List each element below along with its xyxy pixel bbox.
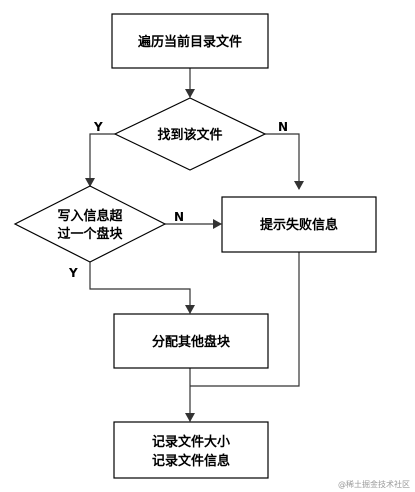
find-no-label: N — [278, 120, 288, 134]
edge-write-yes — [89, 262, 195, 314]
write-no-label: N — [174, 210, 184, 224]
edge-fail-merge — [190, 252, 300, 387]
alloc-label: 分配其他盘块 — [152, 334, 231, 350]
find-file-diamond — [113, 97, 267, 171]
record-label-line1: 记录文件大小 — [152, 434, 230, 450]
start-label: 遍历当前目录文件 — [137, 34, 242, 50]
write-check-label-line1: 写入信息超 — [57, 208, 123, 224]
fail-label: 提示失败信息 — [260, 217, 338, 233]
start-box — [111, 13, 269, 69]
watermark: @稀土掘金技术社区 — [338, 479, 410, 489]
fail-box — [221, 196, 377, 253]
record-label-line2: 记录文件信息 — [152, 453, 230, 469]
edge-find-yes — [85, 133, 115, 187]
write-check-label-line2: 过一个盘块 — [57, 226, 123, 242]
edge-find-no — [265, 133, 304, 190]
write-check-diamond — [13, 185, 167, 263]
find-yes-label: Y — [93, 120, 103, 134]
find-file-label: 找到该文件 — [157, 127, 222, 143]
record-box — [113, 421, 269, 479]
alloc-box — [113, 313, 269, 369]
write-yes-label: Y — [68, 266, 78, 280]
